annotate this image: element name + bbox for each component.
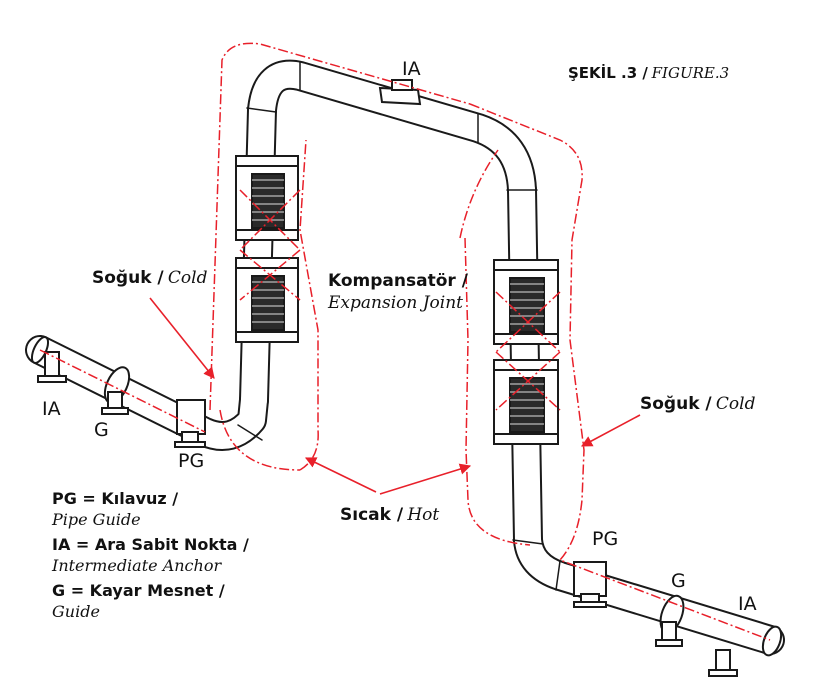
label-expansion-joint: Kompansatör / Expansion Joint [328, 270, 468, 314]
label-hot-en: Hot [407, 505, 440, 525]
figure-title-tr: ŞEKİL .3 / [568, 64, 648, 82]
figure-title: ŞEKİL .3 / FIGURE.3 [568, 64, 729, 83]
legend: PG = Kılavuz / Pipe Guide IA = Ara Sabit… [52, 488, 249, 622]
label-cold-right: Soğuk / Cold [640, 394, 755, 414]
guide-g-left [101, 366, 131, 415]
expansion-joint-right-upper [493, 259, 559, 345]
legend-item-en: Guide [52, 602, 100, 621]
supports [37, 79, 738, 677]
label-hot-tr: Sıcak / [340, 505, 404, 525]
legend-item-tr: IA = Ara Sabit Nokta / [52, 535, 249, 554]
guide-g-right [655, 594, 685, 647]
label-pg-left: PG [178, 450, 205, 472]
legend-item-tr: G = Kayar Mesnet / [52, 581, 225, 600]
hot-position-outline [39, 42, 771, 641]
legend-item-en: Intermediate Anchor [52, 556, 222, 575]
label-hot: Sıcak / Hot [340, 505, 439, 525]
legend-item-en: Pipe Guide [52, 510, 141, 529]
label-g-left: G [94, 419, 109, 441]
label-cold-left-en: Cold [167, 268, 208, 288]
label-pg-right: PG [592, 528, 619, 550]
label-cold-left-tr: Soğuk / [92, 268, 164, 288]
callout-arrows [149, 297, 641, 495]
pipe-guide-pg-left [174, 399, 206, 448]
label-g-right: G [671, 570, 686, 592]
label-joint-tr: Kompansatör / [328, 271, 468, 291]
expansion-joint-right-lower [493, 359, 559, 445]
expansion-joint-left-upper [235, 155, 299, 241]
label-ia-right: IA [738, 593, 757, 615]
label-ia-left: IA [42, 398, 61, 420]
expansion-joint-left-lower [235, 257, 299, 343]
label-cold-right-tr: Soğuk / [640, 394, 712, 414]
label-cold-left: Soğuk / Cold [92, 268, 207, 288]
label-cold-right-en: Cold [715, 394, 756, 414]
anchor-ia-left [37, 351, 67, 383]
legend-item-tr: PG = Kılavuz / [52, 489, 179, 508]
label-ia-top: IA [402, 58, 421, 80]
label-joint-en: Expansion Joint [328, 293, 463, 313]
figure-title-en: FIGURE.3 [651, 64, 730, 82]
anchor-ia-right [708, 649, 738, 677]
